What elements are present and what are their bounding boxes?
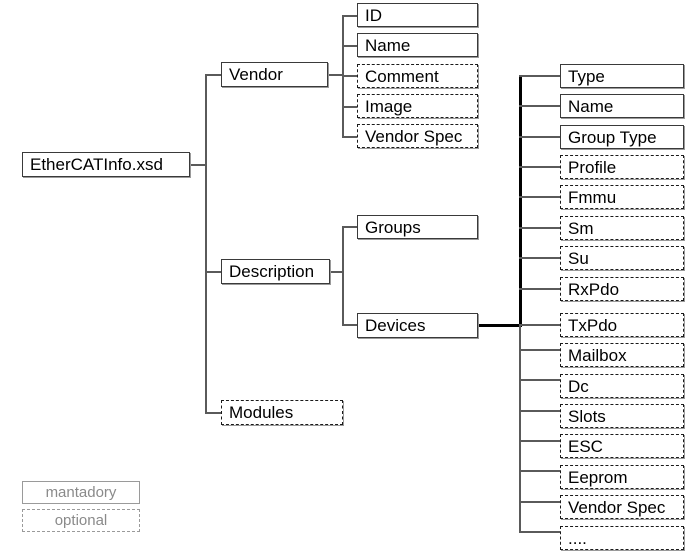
connector-devices-trunk-lower <box>519 324 521 532</box>
node-modules[interactable]: Modules <box>221 400 343 425</box>
connector-vendor-child-2 <box>342 75 358 77</box>
node-label: Slots <box>568 406 606 426</box>
node-devices[interactable]: Devices <box>357 313 478 338</box>
node-label: Group Type <box>568 127 657 147</box>
connector-vendor-stub <box>328 74 344 76</box>
node-label: Groups <box>365 217 421 237</box>
node-device-rxpdo[interactable]: RxPdo <box>560 277 684 301</box>
node-label: Profile <box>568 157 617 177</box>
node-device-sm[interactable]: Sm <box>560 216 684 240</box>
connector-device-child-13 <box>519 470 561 472</box>
node-root[interactable]: EtherCATInfo.xsd <box>22 152 190 177</box>
node-label: Comment <box>365 66 439 86</box>
connector-device-child-11 <box>519 410 561 412</box>
node-device-mailbox[interactable]: Mailbox <box>560 343 684 367</box>
node-label: Dc <box>568 376 589 396</box>
connector-device-child-2 <box>519 136 561 138</box>
connector-vendor-child-4 <box>342 136 358 138</box>
legend-label: optional <box>54 512 108 529</box>
node-label: Name <box>568 96 614 116</box>
node-label: Devices <box>365 316 426 335</box>
connector-devices-trunk-upper <box>519 75 522 327</box>
node-vendor[interactable]: Vendor <box>221 62 328 87</box>
connector-device-child-0 <box>519 75 561 77</box>
connector-description-stub <box>330 271 344 273</box>
connector-device-child-14 <box>519 501 561 503</box>
node-label: Modules <box>229 403 294 422</box>
node-device-slots[interactable]: Slots <box>560 404 684 428</box>
connector-device-child-7 <box>519 288 561 290</box>
connector-level1-trunk <box>205 74 207 413</box>
node-label: Vendor <box>229 65 283 84</box>
connector-device-child-6 <box>519 257 561 259</box>
node-device-txpdo[interactable]: TxPdo <box>560 313 684 337</box>
connector-device-child-3 <box>519 166 561 168</box>
legend-label: mantadory <box>45 484 117 501</box>
connector-device-child-5 <box>519 227 561 229</box>
node-label: Vendor Spec <box>365 126 463 146</box>
connector-description-child-1 <box>342 324 358 326</box>
node-label: Eeprom <box>568 467 628 487</box>
connector-device-child-4 <box>519 196 561 198</box>
connector-to-description <box>205 271 222 273</box>
connector-root-stub <box>190 164 206 166</box>
connector-device-child-8 <box>519 324 561 326</box>
node-vendor-image[interactable]: Image <box>357 94 478 118</box>
node-label: Image <box>365 96 413 116</box>
node-device-profile[interactable]: Profile <box>560 155 684 179</box>
node-device-group-type[interactable]: Group Type <box>560 125 684 149</box>
node-label: ID <box>365 5 382 25</box>
node-vendor-vendor-spec[interactable]: Vendor Spec <box>357 124 478 148</box>
connector-vendor-child-3 <box>342 106 358 108</box>
node-device-dc[interactable]: Dc <box>560 374 684 398</box>
connector-device-child-1 <box>519 105 561 107</box>
connector-to-modules <box>205 412 222 414</box>
node-description[interactable]: Description <box>221 259 330 284</box>
node-device-fmmu[interactable]: Fmmu <box>560 185 684 209</box>
legend-mandatory: mantadory <box>22 481 140 504</box>
node-label: Description <box>229 262 315 281</box>
legend-optional: optional <box>22 509 140 532</box>
node-label: Name <box>365 35 411 55</box>
connector-devices-stub <box>478 324 522 327</box>
node-vendor-id[interactable]: ID <box>357 3 478 27</box>
node-label: EtherCATInfo.xsd <box>30 155 163 174</box>
node-device-vendor-spec[interactable]: Vendor Spec <box>560 495 684 519</box>
node-label: Fmmu <box>568 187 617 207</box>
connector-to-vendor <box>205 74 222 76</box>
node-device-eeprom[interactable]: Eeprom <box>560 465 684 489</box>
connector-vendor-child-1 <box>342 45 358 47</box>
node-device-type[interactable]: Type <box>560 64 684 88</box>
node-label: ESC <box>568 436 603 456</box>
node-vendor-name[interactable]: Name <box>357 33 478 57</box>
connector-description-child-0 <box>342 226 358 228</box>
node-vendor-comment[interactable]: Comment <box>357 64 478 88</box>
connector-device-child-9 <box>519 349 561 351</box>
connector-vendor-child-0 <box>342 15 358 17</box>
node-label: RxPdo <box>568 279 620 299</box>
node-label: Su <box>568 248 589 268</box>
connector-device-child-12 <box>519 440 561 442</box>
node-label: Sm <box>568 218 594 238</box>
connector-device-child-10 <box>519 379 561 381</box>
node-label: TxPdo <box>568 315 618 335</box>
node-device-su[interactable]: Su <box>560 246 684 270</box>
node-device-name[interactable]: Name <box>560 94 684 118</box>
node-groups[interactable]: Groups <box>357 215 478 239</box>
node-device-esc[interactable]: ESC <box>560 434 684 458</box>
connector-description-trunk <box>342 226 344 326</box>
node-device-more[interactable]: .... <box>560 526 684 550</box>
node-label: Mailbox <box>568 345 627 365</box>
node-label: .... <box>568 528 587 548</box>
node-label: Type <box>568 66 605 86</box>
connector-device-child-15 <box>519 531 561 533</box>
node-label: Vendor Spec <box>568 497 666 517</box>
